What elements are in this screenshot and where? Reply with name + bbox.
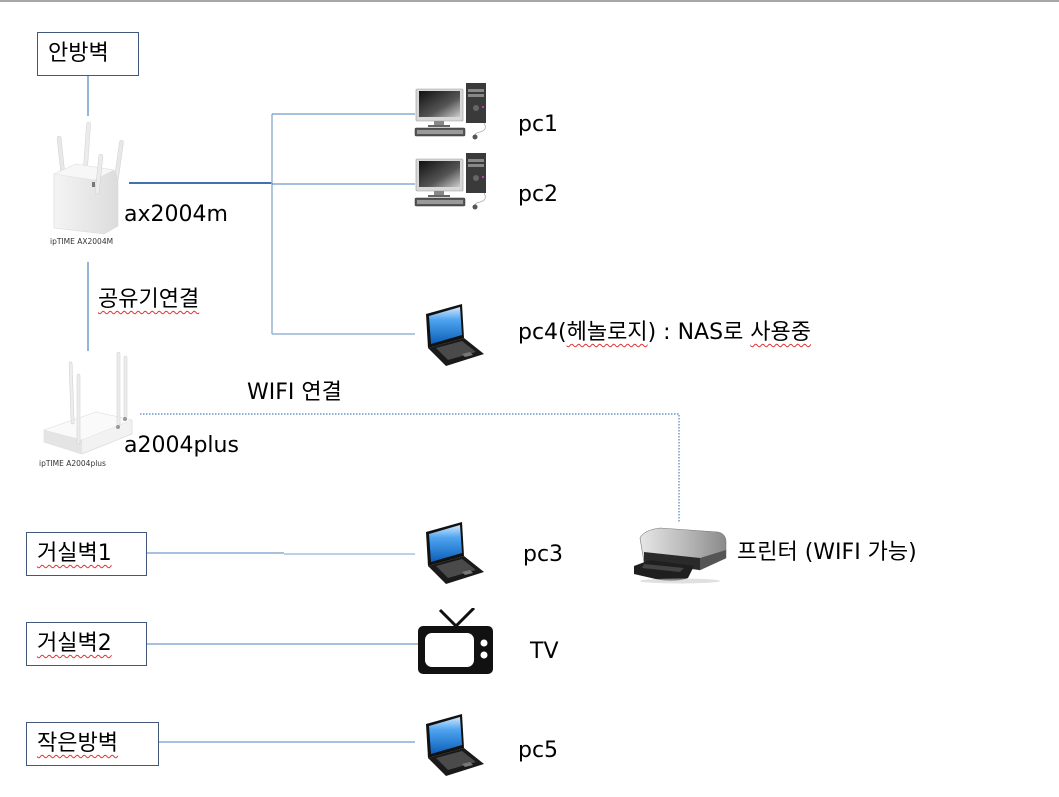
router-ax2004m-icon: ipTIME AX2004M	[50, 121, 124, 246]
top-border	[0, 0, 1059, 2]
laptop-pc3-icon	[426, 522, 484, 584]
label-part: 헤놀로지	[566, 320, 648, 345]
printer-icon	[634, 527, 727, 584]
router-label-ax2004m: ax2004m	[124, 202, 228, 227]
line-wifi-to-printer	[140, 413, 680, 523]
label-part: 사용중	[750, 320, 812, 345]
router-caption: ipTIME A2004plus	[39, 459, 106, 468]
device-label-printer: 프린터 (WIFI 가능)	[737, 540, 917, 565]
label-part: ) : NAS로	[647, 320, 751, 345]
wall-box-anbang: 안방벽	[37, 32, 139, 76]
wall-label: 거실벽2	[37, 631, 112, 656]
wall-box-living1: 거실벽1	[26, 532, 147, 576]
desktop-pc1-icon	[414, 83, 486, 140]
wall-label: 안방벽	[48, 41, 109, 66]
device-label-pc1: pc1	[518, 112, 559, 137]
router-label-a2004plus: a2004plus	[124, 433, 239, 458]
laptop-pc5-icon	[426, 714, 484, 776]
router-link-label: 공유기연결	[98, 287, 200, 312]
router-caption: ipTIME AX2004M	[50, 237, 113, 246]
label-part: pc4(	[518, 320, 567, 345]
device-label-pc2: pc2	[518, 182, 559, 207]
device-label-pc3: pc3	[523, 542, 564, 567]
device-label-pc4: pc4(헤놀로지) : NAS로 사용중	[518, 322, 811, 344]
laptop-pc4-icon	[426, 304, 484, 366]
wall-label: 작은방벽	[37, 731, 118, 756]
wall-label: 거실벽1	[37, 541, 112, 566]
wall-box-living2: 거실벽2	[26, 622, 147, 666]
tv-icon	[418, 608, 493, 674]
wifi-link-label: WIFI 연결	[247, 380, 342, 405]
device-label-tv: TV	[530, 639, 559, 664]
router-a2004plus-icon: ipTIME A2004plus	[39, 351, 133, 468]
wall-box-smallroom: 작은방벽	[26, 722, 159, 766]
device-label-pc5: pc5	[518, 738, 559, 763]
desktop-pc2-icon	[414, 153, 486, 210]
